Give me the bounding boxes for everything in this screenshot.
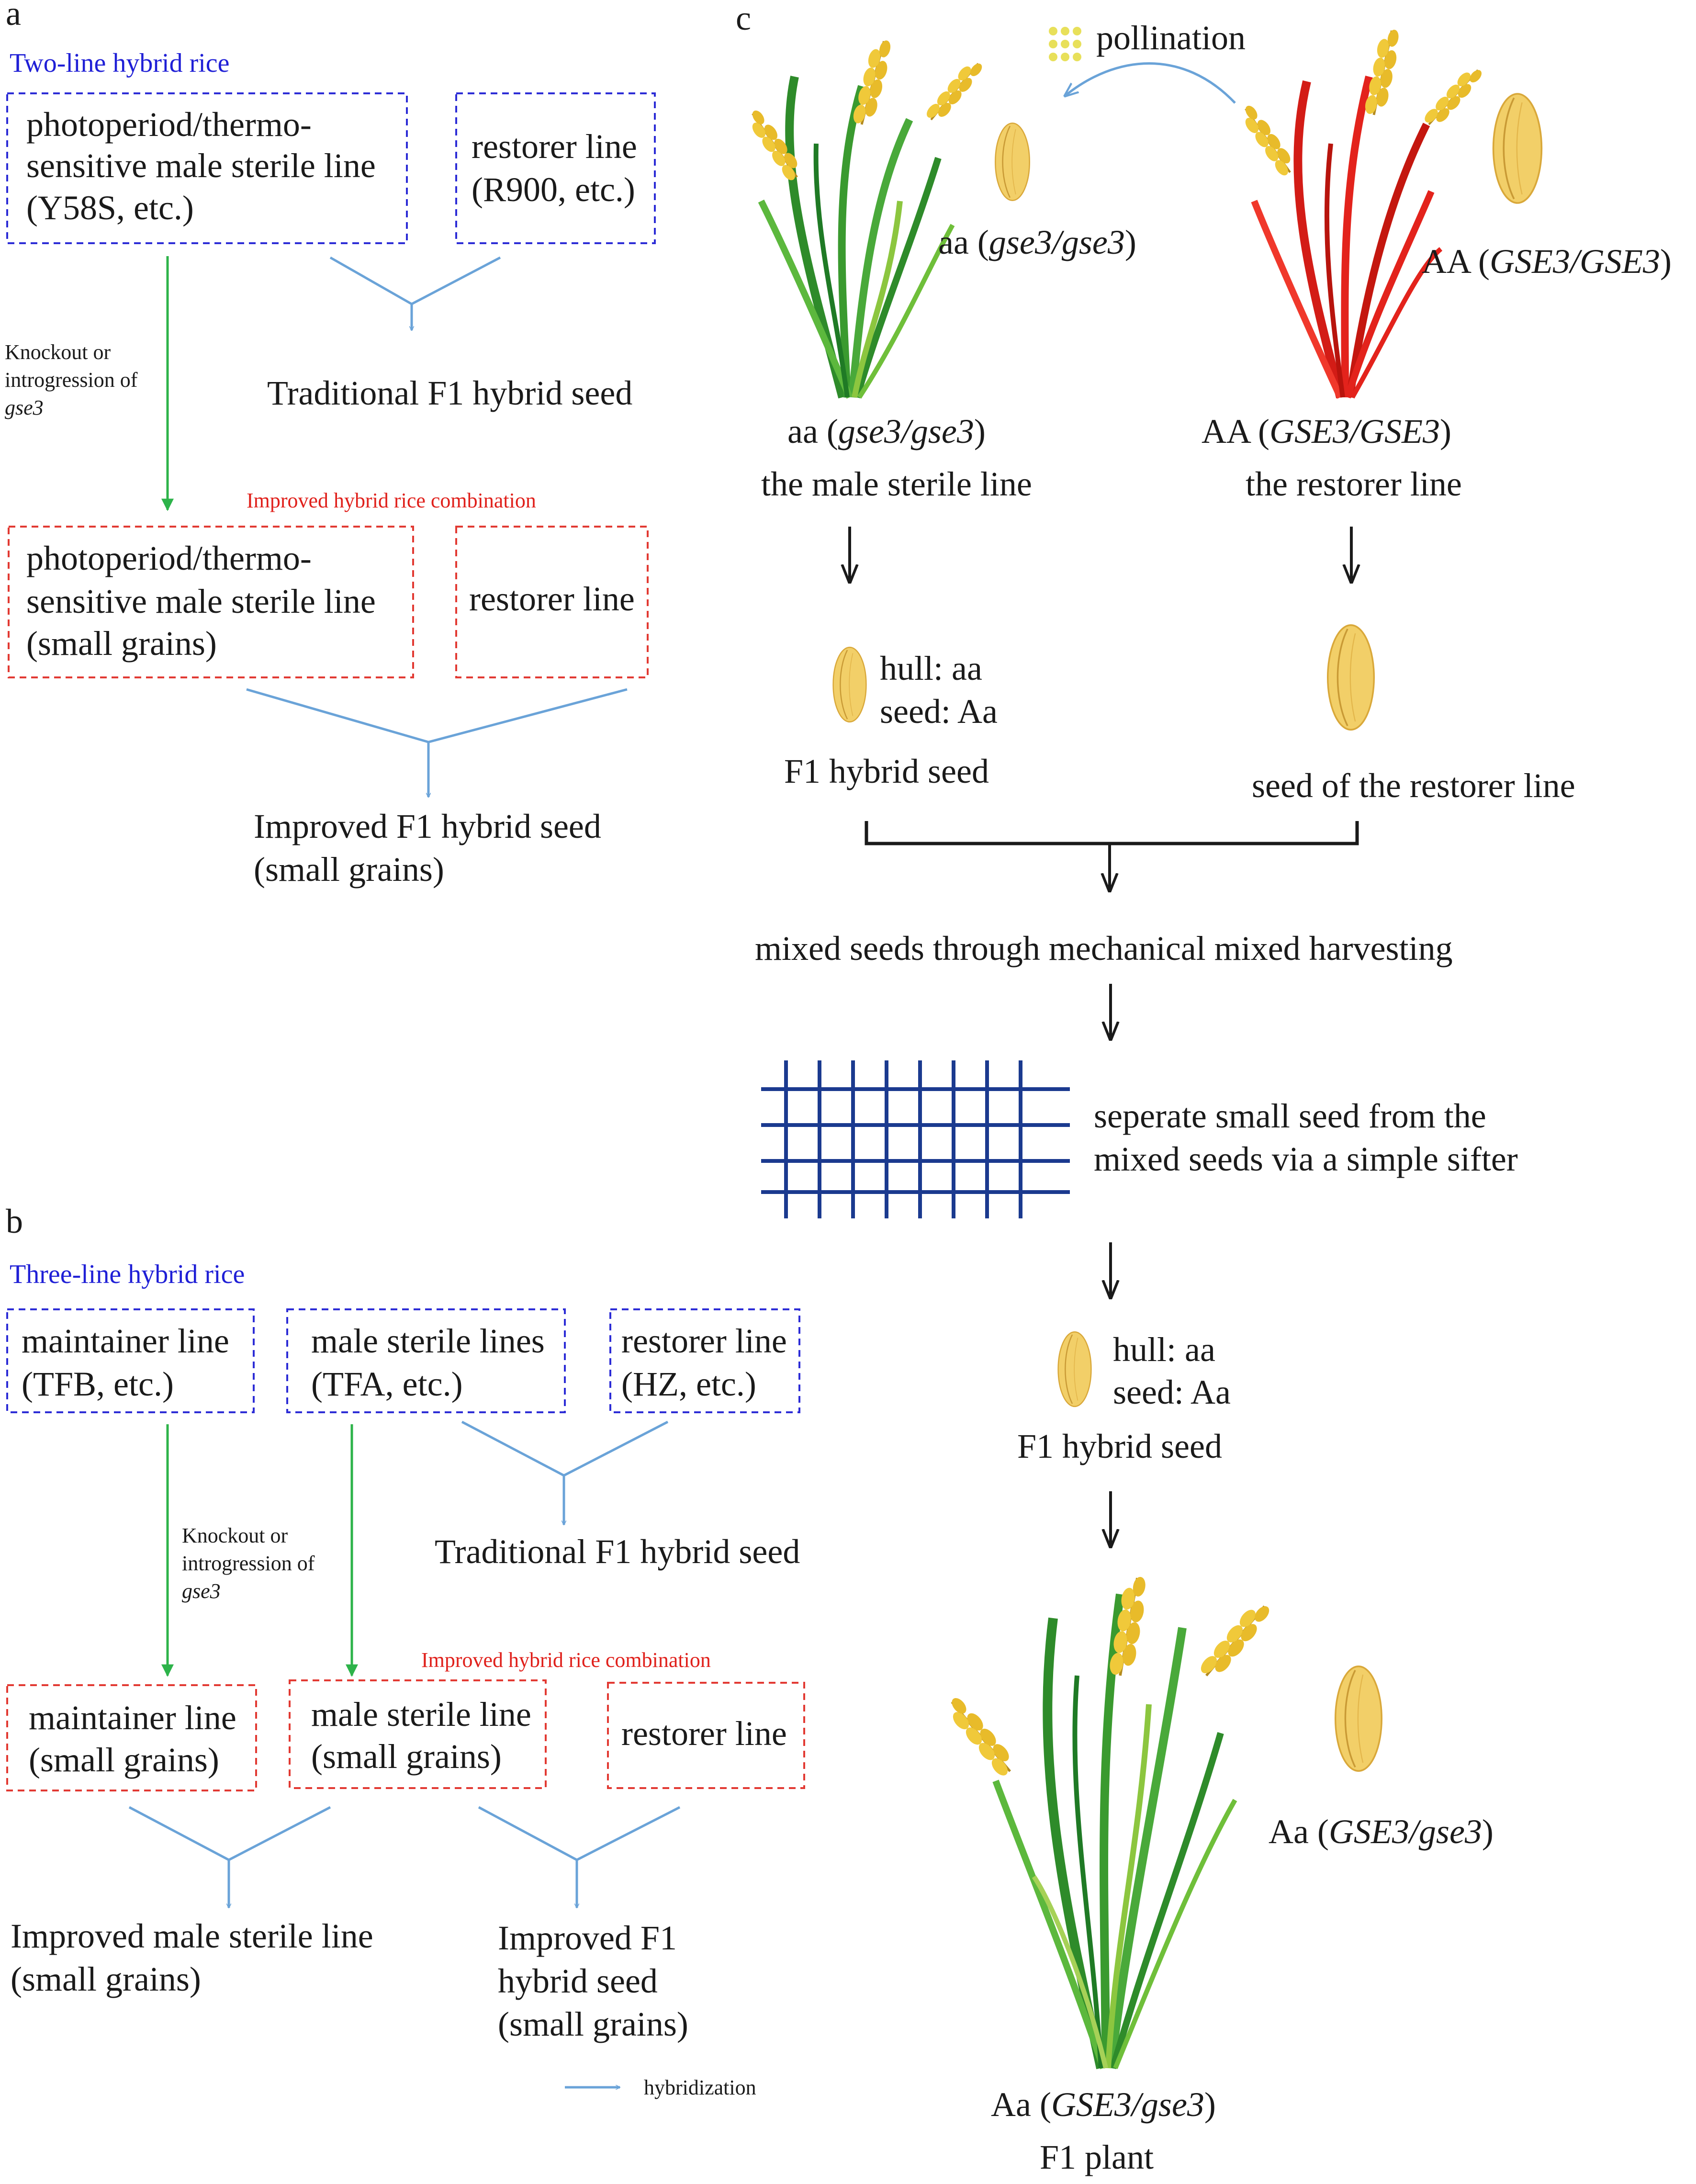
seed-label: seed: Aa xyxy=(880,692,998,731)
panel-a-label: a xyxy=(6,0,21,33)
knockout-gene: gse3 xyxy=(5,396,44,419)
f1-hybrid-seed-label-2: F1 hybrid seed xyxy=(1017,1427,1222,1465)
restorer-box-line1: restorer line xyxy=(472,127,637,166)
male-sterile-rice-plant-icon xyxy=(744,37,986,399)
restorer-line-box xyxy=(455,92,656,244)
panel-b-title: Three-line hybrid rice xyxy=(10,1260,245,1289)
improved-combination-title-b: Improved hybrid rice combination xyxy=(421,1648,711,1672)
restorer-seed-label: seed of the restorer line xyxy=(1252,766,1575,805)
improved-restorer-box xyxy=(455,526,649,678)
sterile-box-line1: photoperiod/thermo- xyxy=(26,105,312,144)
pollination-label: pollination xyxy=(1096,19,1246,57)
improved-seed-result-line2: hybrid seed xyxy=(498,1962,658,2000)
hybridization-arrow xyxy=(128,1806,331,1908)
f1-hybrid-seed-label: F1 hybrid seed xyxy=(784,752,989,790)
sterile-lines-line2: (TFA, etc.) xyxy=(311,1365,463,1403)
Aa-genotype-seed-label: Aa (GSE3/gse3) xyxy=(1269,1812,1494,1851)
merge-bracket xyxy=(865,821,1359,845)
male-sterile-line-label: the male sterile line xyxy=(761,465,1032,503)
hybridization-arrow xyxy=(461,1420,669,1525)
knockout-b-line2: introgression of xyxy=(182,1552,315,1575)
knockout-b-gene: gse3 xyxy=(182,1579,221,1603)
sterile-box-line2: sensitive male sterile line xyxy=(26,146,376,185)
restorer-genotype: AA (GSE3/GSE3) xyxy=(1202,412,1451,450)
f1-plant-genotype: Aa (GSE3/gse3) xyxy=(991,2085,1216,2124)
hull-label-2: hull: aa xyxy=(1113,1330,1215,1369)
improved-sterile-line3: (small grains) xyxy=(26,624,217,663)
improved-sterile-line2: sensitive male sterile line xyxy=(26,582,376,620)
f1-seed-icon xyxy=(1057,1331,1092,1407)
restorer-b-line2: (HZ, etc.) xyxy=(621,1365,756,1403)
improved-restorer-label: restorer line xyxy=(469,580,635,618)
improved-seed-result-line3: (small grains) xyxy=(498,2005,688,2043)
male-sterile-lines-box xyxy=(286,1308,566,1413)
improved-sterile-box xyxy=(8,526,414,678)
pollination-arrow xyxy=(1065,62,1236,104)
restorer-line-label: the restorer line xyxy=(1246,465,1462,503)
improved-sterile-result-line2: (small grains) xyxy=(11,1960,201,1998)
mixed-seeds-label: mixed seeds through mechanical mixed har… xyxy=(755,929,1453,968)
large-seed-icon xyxy=(1492,93,1543,204)
improved-sterile-result-line1: Improved male sterile line xyxy=(11,1917,373,1955)
improved-f1-seed: Improved F1 hybrid seed xyxy=(254,807,601,845)
improved-sterile-b-line1: male sterile line xyxy=(311,1695,531,1734)
pollen-icon xyxy=(1049,27,1081,61)
improved-sterile-line1: photoperiod/thermo- xyxy=(26,539,312,577)
aa-genotype-seed-label: aa (gse3/gse3) xyxy=(938,223,1136,261)
f1-rice-plant-icon xyxy=(943,1574,1274,2070)
panel-a-title: Two-line hybrid rice xyxy=(10,48,229,78)
seed-label-2: seed: Aa xyxy=(1113,1373,1231,1411)
improved-seed-result-line1: Improved F1 xyxy=(498,1919,677,1957)
traditional-f1-seed: Traditional F1 hybrid seed xyxy=(267,374,632,412)
restorer-rice-plant-icon xyxy=(1237,27,1485,399)
sterile-lines-line1: male sterile lines xyxy=(311,1322,545,1360)
improved-restorer-b-box xyxy=(607,1682,805,1789)
restorer-box-line2: (R900, etc.) xyxy=(472,170,635,209)
f1-plant-seed-icon xyxy=(1334,1666,1383,1772)
maintainer-line-box xyxy=(6,1308,255,1413)
improved-maintainer-line1: maintainer line xyxy=(29,1699,236,1737)
restorer-seed-icon xyxy=(1326,624,1375,731)
improved-restorer-b-label: restorer line xyxy=(621,1714,787,1753)
sifter-text-line2: mixed seeds via a simple sifter xyxy=(1094,1140,1518,1178)
hull-label: hull: aa xyxy=(880,649,982,687)
legend-hybridization-label: hybridization xyxy=(644,2076,756,2099)
improved-maintainer-line2: (small grains) xyxy=(29,1741,219,1779)
sifter-icon xyxy=(761,1060,1070,1218)
maintainer-box-line2: (TFB, etc.) xyxy=(22,1365,174,1403)
f1-plant-label: F1 plant xyxy=(1040,2138,1154,2176)
improved-sterile-b-line2: (small grains) xyxy=(311,1737,502,1776)
hybridization-arrow xyxy=(478,1806,681,1908)
improved-male-sterile-box xyxy=(289,1679,547,1789)
male-sterile-genotype: aa (gse3/gse3) xyxy=(787,412,986,450)
hybridization-arrow xyxy=(246,688,628,797)
knockout-b-line1: Knockout or xyxy=(182,1524,288,1547)
sterile-line-box xyxy=(6,92,408,244)
knockout-line1: Knockout or xyxy=(5,340,111,364)
panel-c-label: c xyxy=(736,0,751,37)
restorer-line-box xyxy=(609,1308,800,1413)
traditional-f1-seed-b: Traditional F1 hybrid seed xyxy=(435,1532,800,1571)
restorer-b-line1: restorer line xyxy=(621,1322,787,1360)
panel-b-label: b xyxy=(6,1202,23,1240)
maintainer-box-line1: maintainer line xyxy=(22,1322,229,1360)
sifter-text-line1: seperate small seed from the xyxy=(1094,1097,1486,1135)
small-seed-icon xyxy=(995,122,1030,202)
knockout-line2: introgression of xyxy=(5,368,138,392)
hybridization-arrow xyxy=(329,256,501,330)
improved-f1-seed-note: (small grains) xyxy=(254,850,444,889)
improved-combination-title: Improved hybrid rice combination xyxy=(247,489,536,512)
f1-seed-icon xyxy=(832,646,867,723)
AA-genotype-seed-label: AA (GSE3/GSE3) xyxy=(1422,242,1672,281)
improved-maintainer-box xyxy=(6,1684,257,1791)
sterile-box-line3: (Y58S, etc.) xyxy=(26,189,194,227)
